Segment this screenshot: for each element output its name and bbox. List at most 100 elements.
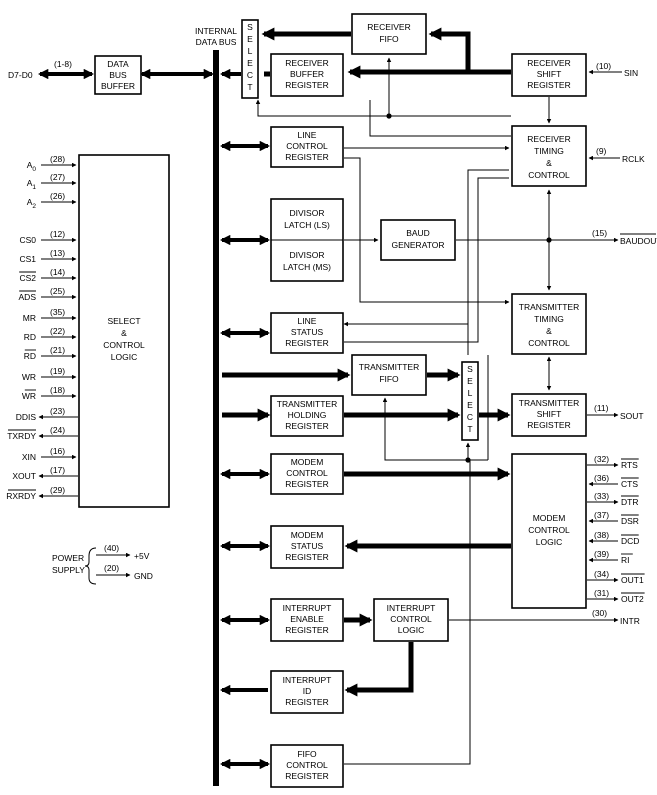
modem-control-logic-label: LOGIC [536, 537, 562, 547]
select-letter: T [467, 424, 472, 434]
divisor-latch-ms-label: LATCH (MS) [283, 262, 331, 272]
modem-pin-name: RTS [621, 460, 638, 470]
modem-pin-name: OUT2 [621, 594, 644, 604]
receiver-timing-label: CONTROL [528, 170, 570, 180]
pin-name: A0 [27, 160, 37, 173]
divisor-latch-ls-label: DIVISOR [290, 208, 325, 218]
divisor-latch-ms-label: DIVISOR [290, 250, 325, 260]
tx-holding-register-label: TRANSMITTER [277, 399, 337, 409]
iir-label: ID [303, 686, 312, 696]
select-letter: E [467, 376, 473, 386]
receiver-shift-register-label: RECEIVER [527, 58, 570, 68]
fifo-control-register-block [270, 744, 344, 788]
rx-shift-to-fifo-path [428, 27, 511, 75]
fcr-label: FIFO [297, 749, 317, 759]
line-status-register-label: REGISTER [285, 338, 328, 348]
interrupt-enable-register-block [270, 598, 344, 642]
select-letter: C [467, 412, 473, 422]
transmitter-select-mux [461, 361, 479, 441]
transmitter-fifo-block [351, 354, 427, 396]
pin-name: RD [24, 332, 36, 342]
pin-number: (21) [50, 345, 65, 355]
select-letter: L [248, 46, 253, 56]
tx-shift-register-label: SHIFT [537, 409, 562, 419]
tx-timing-label: TRANSMITTER [519, 302, 579, 312]
icl-to-iir-arrow [344, 642, 414, 697]
modem-control-register-label: REGISTER [285, 479, 328, 489]
receiver-buffer-register-label: BUFFER [290, 69, 324, 79]
receiver-timing-label: TIMING [534, 146, 564, 156]
receiver-timing-label: RECEIVER [527, 134, 570, 144]
pin-number: (35) [50, 307, 65, 317]
receiver-fifo-label: FIFO [379, 34, 399, 44]
ier-label: REGISTER [285, 625, 328, 635]
iir-label: REGISTER [285, 697, 328, 707]
intr-label: INTR [620, 616, 640, 626]
tx-shift-register-label: TRANSMITTER [519, 398, 579, 408]
data-bus-buffer-label: DATA [107, 59, 129, 69]
pin-number: (19) [50, 366, 65, 376]
rx-timing-to-lsr-line-2 [344, 177, 509, 343]
select-control-logic-label: & [121, 328, 127, 338]
tx-holding-register-label: REGISTER [285, 421, 328, 431]
data-bus-label-2: DATA BUS [196, 37, 237, 47]
transmitter-fifo-label: FIFO [379, 374, 399, 384]
baud-generator-block [380, 219, 456, 261]
data-bus-buffer-label: BUS [109, 70, 127, 80]
modem-status-register-block [270, 525, 344, 569]
pin-number: (24) [50, 425, 65, 435]
interrupt-control-logic-block [373, 598, 449, 642]
pin-number: (12) [50, 229, 65, 239]
modem-pin-number: (31) [594, 588, 609, 598]
select-letter: C [247, 70, 253, 80]
pin-number: (26) [50, 191, 65, 201]
baudout-pin-number: (15) [592, 228, 607, 238]
pin-name: WR [22, 391, 36, 401]
power-supply-label: POWER [52, 553, 84, 563]
receiver-fifo-block [351, 13, 427, 55]
modem-control-logic-label: CONTROL [528, 525, 570, 535]
line-status-register-label: STATUS [291, 327, 324, 337]
junction-dot [386, 113, 392, 119]
power-supply-label: SUPPLY [52, 565, 85, 575]
junction-dot [465, 457, 471, 463]
data-bus-buffer-block [94, 55, 142, 95]
data-bus-buffer-label: BUFFER [101, 81, 135, 91]
divisor-latch-ls-label: LATCH (LS) [284, 220, 330, 230]
modem-pin-number: (39) [594, 549, 609, 559]
lcr-to-tx-timing-line [344, 157, 510, 305]
select-control-logic-label: CONTROL [103, 340, 145, 350]
gnd-pin-number: (20) [104, 563, 119, 573]
modem-pin-number: (36) [594, 473, 609, 483]
line-control-register-label: REGISTER [285, 152, 328, 162]
ier-label: ENABLE [290, 614, 324, 624]
pin-name: A2 [27, 197, 37, 210]
pin-number: (27) [50, 172, 65, 182]
pin-name: DDIS [16, 412, 37, 422]
line-control-register-label: CONTROL [286, 141, 328, 151]
select-letter: E [247, 34, 253, 44]
modem-pin-number: (37) [594, 510, 609, 520]
vcc-label: +5V [134, 551, 150, 561]
modem-pin-name: DCD [621, 536, 639, 546]
line-control-register-block [270, 126, 344, 168]
pin-name: MR [23, 313, 36, 323]
receiver-buffer-register-label: REGISTER [285, 80, 328, 90]
receiver-select-letters: SELECT [247, 22, 253, 92]
select-letter: T [247, 82, 252, 92]
transmitter-shift-register-block [511, 393, 587, 437]
pin-number: (17) [50, 465, 65, 475]
ier-label: INTERRUPT [283, 603, 332, 613]
icl-label: INTERRUPT [387, 603, 436, 613]
fcr-label: REGISTER [285, 771, 328, 781]
fcr-label: CONTROL [286, 760, 328, 770]
pin-number: (18) [50, 385, 65, 395]
modem-control-logic-label: MODEM [533, 513, 566, 523]
pin-name: A1 [27, 178, 37, 191]
tx-shift-register-label: REGISTER [527, 420, 570, 430]
pin-name: WR [22, 372, 36, 382]
modem-control-logic-block [511, 453, 587, 609]
rclk-pin-number: (9) [596, 146, 607, 156]
pin-name: RD [24, 351, 36, 361]
